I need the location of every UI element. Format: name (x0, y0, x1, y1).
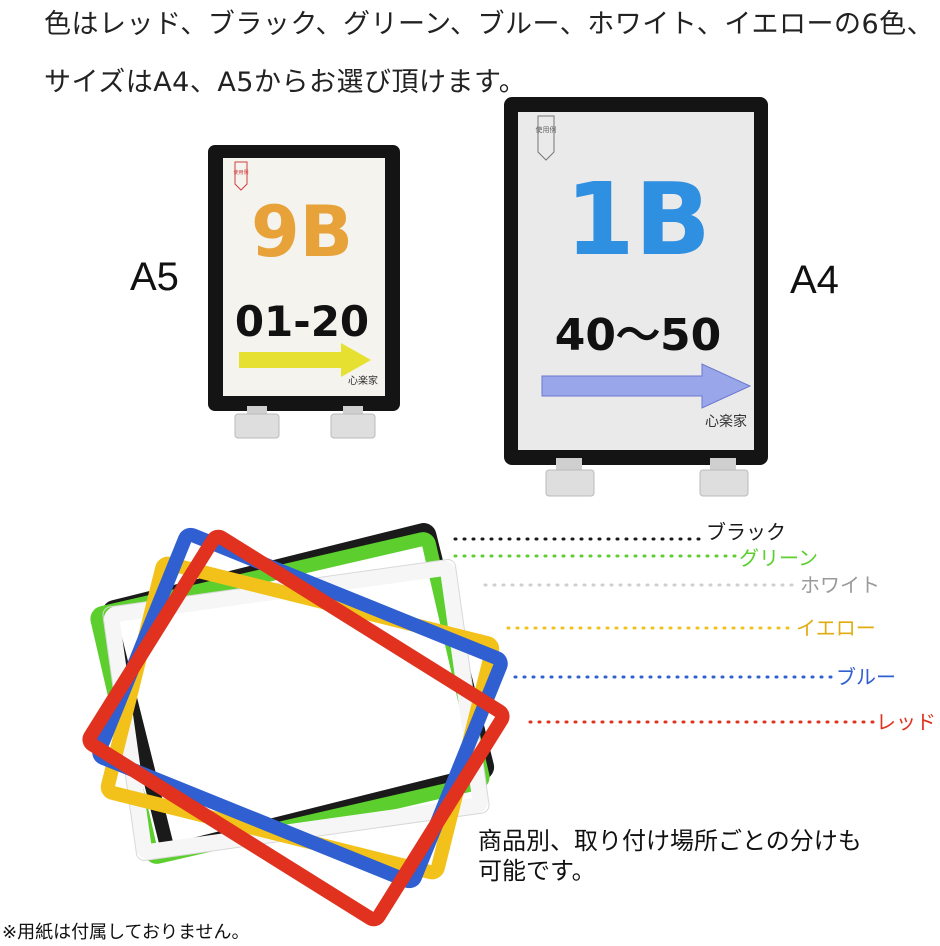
a5-stand-foot-left (234, 413, 280, 439)
a4-sample-mark-icon (537, 115, 555, 161)
a5-poster-range: 01-20 (235, 297, 369, 346)
note-line-1: 商品別、取り付け場所ごとの分けも (478, 827, 862, 855)
color-frames-image: ブラック グリーン ホワイト イエロー ブルー レッド (82, 520, 936, 927)
footnote: ※用紙は付属しておりません。 (2, 922, 250, 943)
a4-stand-clip-right (710, 458, 736, 470)
note-line-2: 可能です。 (478, 857, 596, 885)
a4-poster-code: 1B (565, 161, 711, 278)
a4-brand: 心楽家 (705, 413, 747, 430)
a5-brand: 心楽家 (348, 374, 378, 387)
a4-poster-range: 40～50 (555, 310, 721, 361)
a5-arrow-icon (239, 343, 371, 377)
a5-size-label: A5 (130, 255, 179, 299)
color-label-yellow: イエロー (796, 616, 876, 640)
a5-stand-clip-right (343, 406, 363, 416)
a4-arrow-icon (541, 363, 752, 409)
color-label-white: ホワイト (800, 573, 880, 597)
color-label-green: グリーン (739, 546, 818, 570)
a4-frame-image: 使用例 1B 40～50 心楽家 (504, 97, 768, 497)
color-label-black: ブラック (706, 520, 786, 544)
color-label-blue: ブルー (836, 665, 896, 689)
a4-sample-mark: 使用例 (536, 125, 557, 134)
a4-stand-foot-right (699, 469, 749, 497)
headline-line-2: サイズはA4、A5からお選び頂けます。 (44, 67, 527, 98)
a4-size-label: A4 (790, 258, 839, 302)
a5-sample-mark: 使用例 (233, 169, 248, 176)
a4-stand-clip-left (556, 458, 582, 470)
a5-frame-image: 使用例 9B 01-20 心楽家 (208, 145, 400, 439)
a4-stand-foot-left (545, 469, 595, 497)
a5-poster-code: 9B (251, 191, 353, 273)
color-label-red: レッド (876, 710, 936, 734)
headline-line-1: 色はレッド、ブラック、グリーン、ブルー、ホワイト、イエローの6色、 (44, 9, 935, 40)
a5-sample-mark-icon (234, 161, 248, 191)
a5-stand-clip-left (247, 406, 267, 416)
a5-stand-foot-right (330, 413, 376, 439)
frame-red (82, 529, 510, 927)
